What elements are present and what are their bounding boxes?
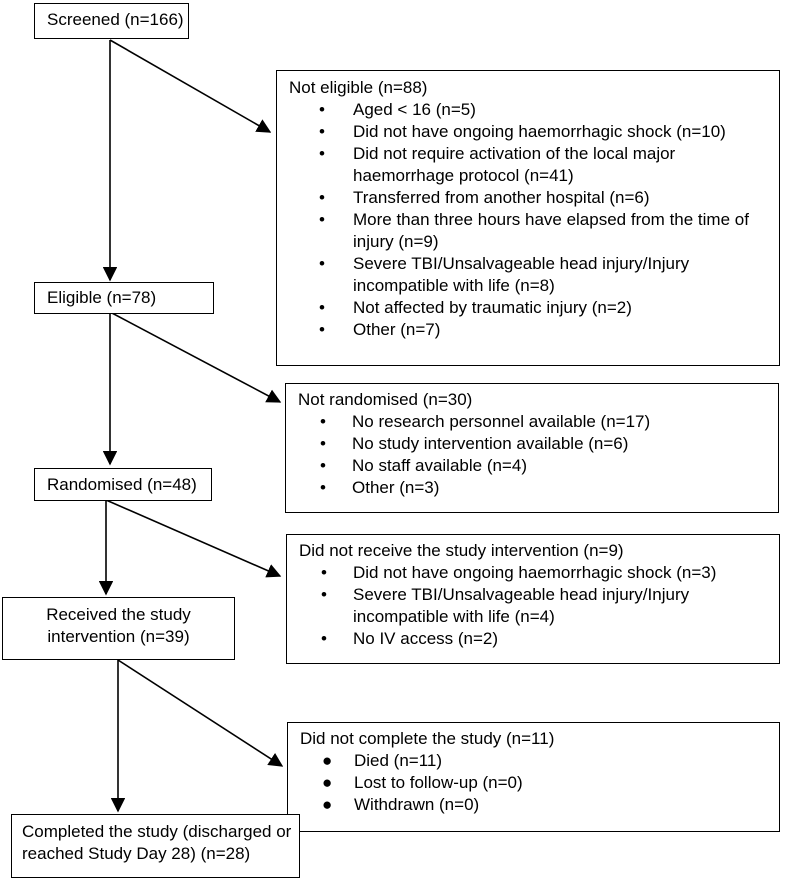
- list-item: •More than three hours have elapsed from…: [319, 210, 749, 251]
- list-item: •Not affected by traumatic injury (n=2): [319, 298, 632, 317]
- list-item: •No IV access (n=2): [321, 629, 499, 648]
- list-item: •Did not have ongoing haemorrhagic shock…: [321, 563, 717, 582]
- list-item: •Did not have ongoing haemorrhagic shock…: [319, 122, 726, 141]
- list-item: ●Died (n=11): [322, 751, 443, 770]
- not-randomised-box: Not randomised (n=30) •No research perso…: [285, 383, 779, 513]
- list-item: •No study intervention available (n=6): [320, 434, 629, 453]
- arrow-eligible-not-randomised: [109, 311, 282, 403]
- eligible-box: Eligible (n=78): [34, 282, 214, 314]
- eligible-label: Eligible (n=78): [47, 288, 157, 307]
- list-item: •Did not require activation of the local…: [319, 144, 676, 185]
- completed-label: Completed the study (discharged or reach…: [22, 822, 292, 863]
- list-item: •Severe TBI/Unsalvageable head injury/In…: [321, 585, 690, 626]
- list-item: •Other (n=3): [320, 478, 440, 497]
- arrow-randomised-not-received: [105, 499, 282, 578]
- list-item: •No research personnel available (n=17): [320, 412, 651, 431]
- list-item: •No staff available (n=4): [320, 456, 527, 475]
- received-box: Received the study intervention (n=39): [2, 597, 235, 660]
- received-label: Received the study intervention (n=39): [46, 605, 191, 646]
- list-item: •Other (n=7): [319, 320, 441, 339]
- not-received-box: Did not receive the study intervention (…: [286, 534, 780, 664]
- randomised-label: Randomised (n=48): [47, 475, 197, 494]
- not-completed-box: Did not complete the study (n=11) ●Died …: [287, 722, 780, 832]
- arrow-screened-not-eligible: [109, 39, 272, 133]
- screened-box: Screened (n=166): [34, 3, 189, 39]
- not-eligible-box: Not eligible (n=88) •Aged < 16 (n=5) •Di…: [276, 70, 780, 366]
- list-item: ●Withdrawn (n=0): [322, 795, 480, 814]
- not-received-title: Did not receive the study intervention (…: [299, 541, 624, 560]
- not-eligible-title: Not eligible (n=88): [289, 78, 428, 97]
- list-item: ●Lost to follow-up (n=0): [322, 773, 523, 792]
- screened-label: Screened (n=166): [47, 10, 184, 29]
- arrow-received-not-completed: [117, 659, 284, 767]
- not-randomised-title: Not randomised (n=30): [298, 390, 473, 409]
- list-item: •Aged < 16 (n=5): [319, 100, 476, 119]
- list-item: •Severe TBI/Unsalvageable head injury/In…: [319, 254, 690, 295]
- randomised-box: Randomised (n=48): [34, 468, 212, 501]
- list-item: •Transferred from another hospital (n=6): [319, 188, 650, 207]
- not-completed-title: Did not complete the study (n=11): [300, 729, 555, 748]
- completed-box: Completed the study (discharged or reach…: [11, 814, 300, 878]
